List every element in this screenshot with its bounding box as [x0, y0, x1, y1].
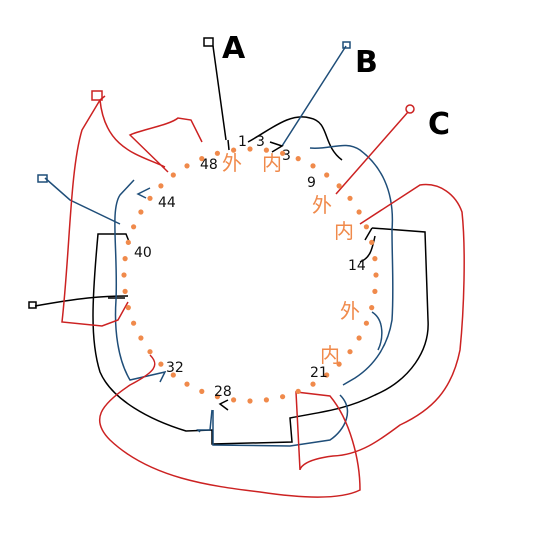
slot-dot — [231, 397, 237, 403]
phase-b-coil-lower — [212, 394, 349, 447]
terminal-c-end — [405, 104, 415, 114]
slot-dot — [138, 209, 144, 215]
slot-dot — [336, 361, 342, 367]
slot-dot — [184, 163, 190, 169]
slot-dot — [170, 372, 176, 378]
slot-label-44: 44 — [158, 195, 176, 211]
slot-dot — [247, 398, 253, 404]
slot-dot — [122, 288, 128, 294]
slot-dot — [336, 183, 342, 189]
slot-dot — [310, 381, 316, 387]
inner-mark-lower-right: 内 — [320, 343, 340, 367]
terminal-label-a: A — [222, 31, 246, 66]
slot-label-28: 28 — [214, 384, 232, 400]
outer-mark-lower-right: 外 — [340, 299, 360, 323]
slot-dot — [125, 305, 131, 311]
slot-label-48: 48 — [200, 157, 218, 173]
slot-dot — [295, 156, 301, 162]
slot-dot — [310, 163, 316, 169]
slot-label-3-lower: 3 — [282, 148, 291, 164]
slot-dot — [138, 335, 144, 341]
slot-dot — [147, 195, 153, 201]
slot-dot — [158, 183, 164, 189]
slot-dot — [295, 388, 301, 394]
slot-dot — [372, 288, 378, 294]
slot-dot — [356, 209, 362, 215]
slot-dot-ring — [121, 146, 379, 404]
slot-dot — [324, 372, 330, 378]
inner-mark-top: 内 — [262, 151, 282, 175]
direction-arrow-28 — [218, 399, 229, 411]
slot-dot — [369, 239, 375, 245]
slot-dot — [170, 172, 176, 178]
slot-dot — [131, 224, 137, 230]
slot-dot — [121, 272, 127, 278]
slot-dot — [363, 224, 369, 230]
slot-dot — [214, 394, 220, 400]
slot-label-21: 21 — [310, 365, 328, 381]
slot-dot — [324, 172, 330, 178]
outer-mark-top: 外 — [222, 151, 242, 175]
direction-arrow-44 — [136, 187, 151, 199]
slot-dot — [280, 150, 286, 156]
phase-b-winding — [44, 45, 394, 433]
terminal-b-end — [342, 41, 351, 49]
slot-dot — [199, 388, 205, 394]
inner-mark-right: 内 — [334, 219, 354, 243]
slot-dot — [214, 150, 220, 156]
slot-dot — [263, 147, 269, 153]
slot-dot — [372, 256, 378, 262]
slot-dot — [347, 349, 353, 355]
slot-dot — [231, 147, 237, 153]
slot-dot — [158, 361, 164, 367]
slot-dot — [263, 397, 269, 403]
phase-a-winding — [34, 45, 429, 445]
direction-arrow-1 — [269, 141, 284, 153]
slot-dot — [125, 239, 131, 245]
red-lead-end-top — [91, 90, 103, 101]
slot-dot — [369, 305, 375, 311]
outer-mark-right: 外 — [312, 193, 332, 217]
slot-dot — [147, 349, 153, 355]
slot-dot — [373, 272, 379, 278]
terminal-label-c: C — [428, 107, 450, 142]
phase-c-winding — [61, 95, 465, 498]
slot-label-3: 3 — [256, 134, 265, 150]
slot-dot — [199, 156, 205, 162]
slot-label-40: 40 — [134, 245, 152, 261]
slot-dot — [122, 256, 128, 262]
blue-lead-end-left — [37, 174, 48, 183]
slot-label-9: 9 — [307, 175, 316, 191]
slot-label-14: 14 — [348, 258, 366, 274]
terminal-label-b: B — [355, 45, 378, 80]
slot-dot — [356, 335, 362, 341]
phase-a-coil-inner — [108, 227, 373, 299]
slot-dot — [280, 394, 286, 400]
black-lead-end-left — [28, 301, 37, 309]
slot-dot — [247, 146, 253, 152]
terminal-a-end — [203, 37, 214, 47]
slot-dot — [131, 320, 137, 326]
slot-label-1: 1 — [238, 134, 247, 150]
slot-label-32: 32 — [166, 360, 184, 376]
slot-dot — [363, 320, 369, 326]
slot-dot — [347, 195, 353, 201]
slot-dot — [184, 381, 190, 387]
